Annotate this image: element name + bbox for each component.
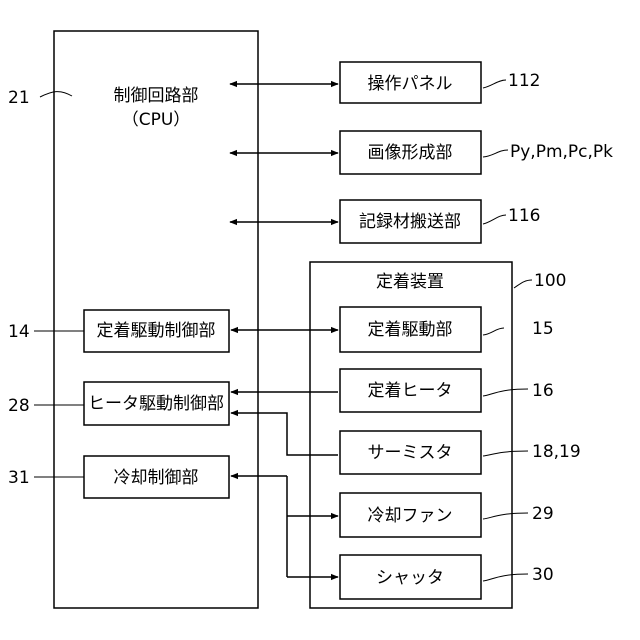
control-circuit-subtitle: （CPU） xyxy=(122,110,191,130)
ref-leader-100 xyxy=(514,280,532,288)
arrow-thermistor xyxy=(231,413,338,455)
ref-label-30: 30 xyxy=(532,565,554,585)
image-forming-label: 画像形成部 xyxy=(368,143,453,163)
sheet-transport-label: 記録材搬送部 xyxy=(359,212,461,232)
ref-leader-112 xyxy=(483,80,506,88)
ref-leader-16 xyxy=(483,389,528,396)
ref-label-28: 28 xyxy=(8,396,30,416)
ref-label-18: 18,19 xyxy=(532,442,581,462)
ref-label-116: 116 xyxy=(508,206,540,226)
cooling-fan-label: 冷却ファン xyxy=(368,506,453,526)
fixing-device-title: 定着装置 xyxy=(376,272,444,292)
ref-label-29: 29 xyxy=(532,504,554,524)
control-circuit-title: 制御回路部 xyxy=(114,86,199,106)
fixing-heater-label: 定着ヒータ xyxy=(368,381,453,401)
ref-leader-21 xyxy=(40,92,72,97)
thermistor-label: サーミスタ xyxy=(368,443,453,463)
ref-label-16: 16 xyxy=(532,381,554,401)
heater-drive-control-label: ヒータ駆動制御部 xyxy=(88,394,224,414)
ref-leader-18 xyxy=(483,451,528,456)
fixing-drive-label: 定着駆動部 xyxy=(368,320,453,340)
fixing-drive-control-label: 定着駆動制御部 xyxy=(97,321,216,341)
ref-leader-116 xyxy=(483,215,506,224)
ref-label-15: 15 xyxy=(532,319,554,339)
ref-label-py: Py,Pm,Pc,Pk xyxy=(510,142,613,162)
ref-label-112: 112 xyxy=(508,71,540,91)
ref-leader-py xyxy=(483,150,508,157)
ref-leader-30 xyxy=(483,574,528,581)
operation-panel-label: 操作パネル xyxy=(368,74,453,94)
ref-label-31: 31 xyxy=(8,468,30,488)
ref-leader-15 xyxy=(483,328,504,335)
cooling-control-label: 冷却制御部 xyxy=(114,468,199,488)
ref-leader-29 xyxy=(483,513,528,519)
shutter-label: シャッタ xyxy=(376,568,444,588)
ref-label-14: 14 xyxy=(8,322,30,342)
ref-label-100: 100 xyxy=(534,271,566,291)
ref-label-21: 21 xyxy=(8,88,30,108)
